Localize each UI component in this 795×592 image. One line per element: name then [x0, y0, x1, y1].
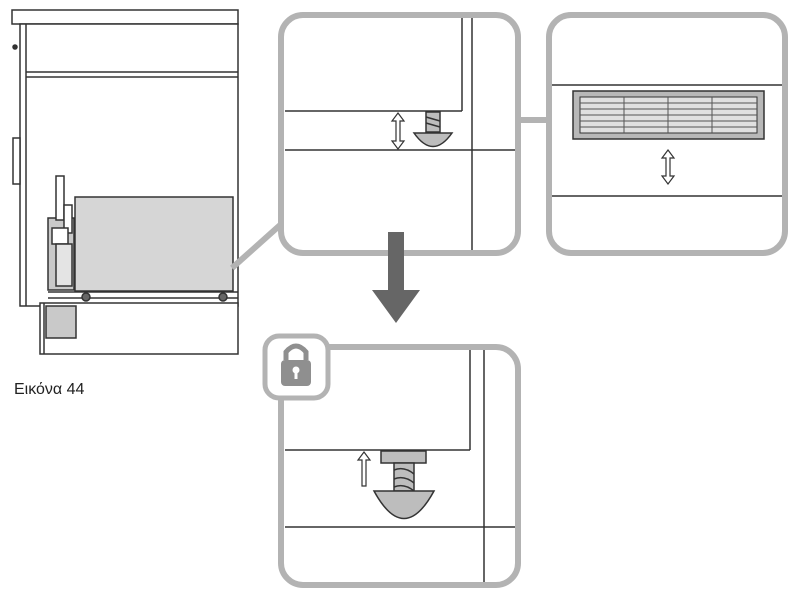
vent-adjust-arrow-icon	[660, 149, 676, 185]
zoom-panel-vent	[546, 12, 788, 256]
zoom-panel-locked	[278, 344, 521, 588]
front-foot	[81, 292, 91, 302]
door-handle	[12, 137, 21, 185]
door-knob	[12, 44, 18, 50]
drain-box	[45, 305, 77, 339]
bottom-panel	[74, 196, 234, 292]
padlock-icon	[262, 333, 331, 401]
rear-foot	[218, 292, 228, 302]
figure-caption: Εικόνα 44	[14, 381, 85, 398]
adjust-arrow-icon	[390, 112, 406, 150]
arrow-up-icon	[356, 451, 372, 487]
arrow-down-icon	[372, 232, 420, 323]
countertop	[11, 9, 239, 25]
zoom-panel-foot	[278, 12, 521, 256]
vent-grille	[572, 90, 765, 140]
dishwasher-side-view	[11, 9, 239, 355]
